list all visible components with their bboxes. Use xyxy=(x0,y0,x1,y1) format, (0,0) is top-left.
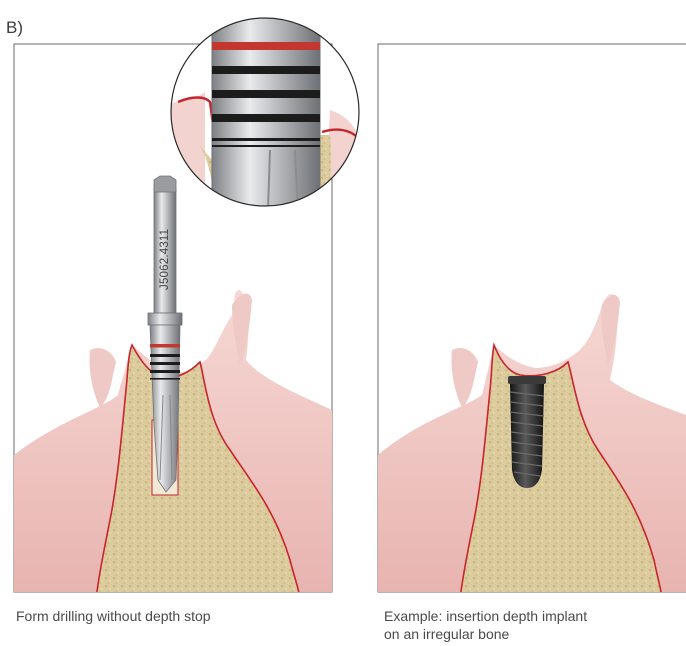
caption-drilling: Form drilling without depth stop xyxy=(16,607,211,625)
depth-mark-black-2 xyxy=(150,362,180,365)
depth-mark-black-1 xyxy=(150,354,180,357)
mag-depth-black-4 xyxy=(212,138,320,141)
caption-implant-line2: on an irregular bone xyxy=(384,625,587,643)
depth-mark-black-3 xyxy=(150,370,180,373)
depth-mark-black-4 xyxy=(150,378,180,380)
implant-collar xyxy=(508,376,546,384)
depth-mark-red xyxy=(150,344,180,348)
mag-drill-body xyxy=(212,10,320,210)
mag-depth-black-1 xyxy=(212,66,320,74)
mag-depth-black-3 xyxy=(212,114,320,122)
caption-implant: Example: insertion depth implant on an i… xyxy=(384,607,587,643)
mag-depth-black-5 xyxy=(212,145,320,147)
drill-collar xyxy=(148,313,182,325)
panel-implant xyxy=(378,44,686,600)
mag-depth-red xyxy=(212,42,320,50)
caption-implant-line1: Example: insertion depth implant xyxy=(384,607,587,625)
mag-depth-black-2 xyxy=(212,90,320,98)
drill-code: J5062.4311 xyxy=(159,229,171,290)
drill-latch xyxy=(154,176,176,192)
implant xyxy=(508,376,546,488)
